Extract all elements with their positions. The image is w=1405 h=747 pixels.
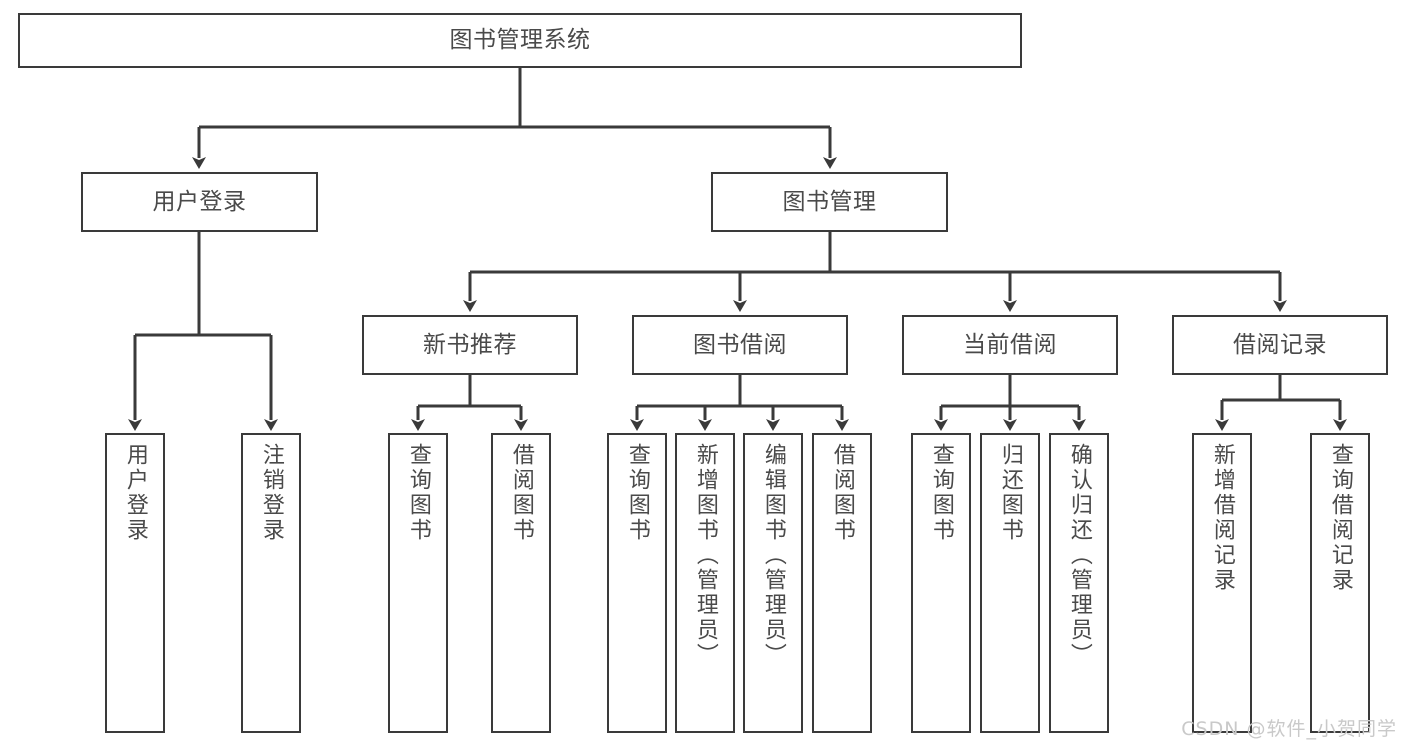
node-root[interactable]: 图书管理系统	[18, 13, 1022, 68]
leaf-new-book-borrow[interactable]: 借阅图书	[491, 433, 551, 733]
leaf-borrow-record-add[interactable]: 新增借阅记录	[1192, 433, 1252, 733]
leaf-book-borrow-add[interactable]: 新增图书（管理员）	[675, 433, 735, 733]
leaf-label: 借阅图书	[829, 443, 855, 543]
node-borrow-record[interactable]: 借阅记录	[1172, 315, 1388, 375]
leaf-current-borrow-query[interactable]: 查询图书	[911, 433, 971, 733]
leaf-borrow-record-query[interactable]: 查询借阅记录	[1310, 433, 1370, 733]
leaf-label: 查询图书	[405, 443, 431, 543]
node-borrow-record-label: 借阅记录	[1233, 331, 1327, 358]
leaf-user-login-signout[interactable]: 注销登录	[241, 433, 301, 733]
leaf-label: 查询图书	[928, 443, 954, 543]
leaf-label: 编辑图书（管理员）	[760, 443, 786, 668]
leaf-label: 确认归还（管理员）	[1066, 443, 1092, 668]
node-current-borrow-label: 当前借阅	[963, 331, 1057, 358]
node-book-management-label: 图书管理	[782, 188, 877, 215]
leaf-label: 查询借阅记录	[1327, 443, 1353, 593]
leaf-label: 新增借阅记录	[1209, 443, 1235, 593]
node-book-borrow-label: 图书借阅	[693, 331, 787, 358]
leaf-label: 注销登录	[258, 443, 284, 543]
leaf-label: 借阅图书	[508, 443, 534, 543]
node-user-login[interactable]: 用户登录	[81, 172, 318, 232]
leaf-label: 用户登录	[122, 443, 148, 543]
node-book-borrow[interactable]: 图书借阅	[632, 315, 848, 375]
node-new-book-recommend-label: 新书推荐	[423, 331, 517, 358]
leaf-current-borrow-return[interactable]: 归还图书	[980, 433, 1040, 733]
leaf-book-borrow-edit[interactable]: 编辑图书（管理员）	[743, 433, 803, 733]
leaf-user-login-signin[interactable]: 用户登录	[105, 433, 165, 733]
node-new-book-recommend[interactable]: 新书推荐	[362, 315, 578, 375]
leaf-book-borrow-query[interactable]: 查询图书	[607, 433, 667, 733]
leaf-current-borrow-confirm[interactable]: 确认归还（管理员）	[1049, 433, 1109, 733]
leaf-label: 新增图书（管理员）	[692, 443, 718, 668]
leaf-new-book-query[interactable]: 查询图书	[388, 433, 448, 733]
node-book-management[interactable]: 图书管理	[711, 172, 948, 232]
node-user-login-label: 用户登录	[152, 188, 247, 215]
leaf-book-borrow-lend[interactable]: 借阅图书	[812, 433, 872, 733]
leaf-label: 归还图书	[997, 443, 1023, 543]
node-current-borrow[interactable]: 当前借阅	[902, 315, 1118, 375]
leaf-label: 查询图书	[624, 443, 650, 543]
node-root-label: 图书管理系统	[449, 27, 591, 54]
watermark: CSDN @软件_小贺同学	[1181, 718, 1397, 740]
